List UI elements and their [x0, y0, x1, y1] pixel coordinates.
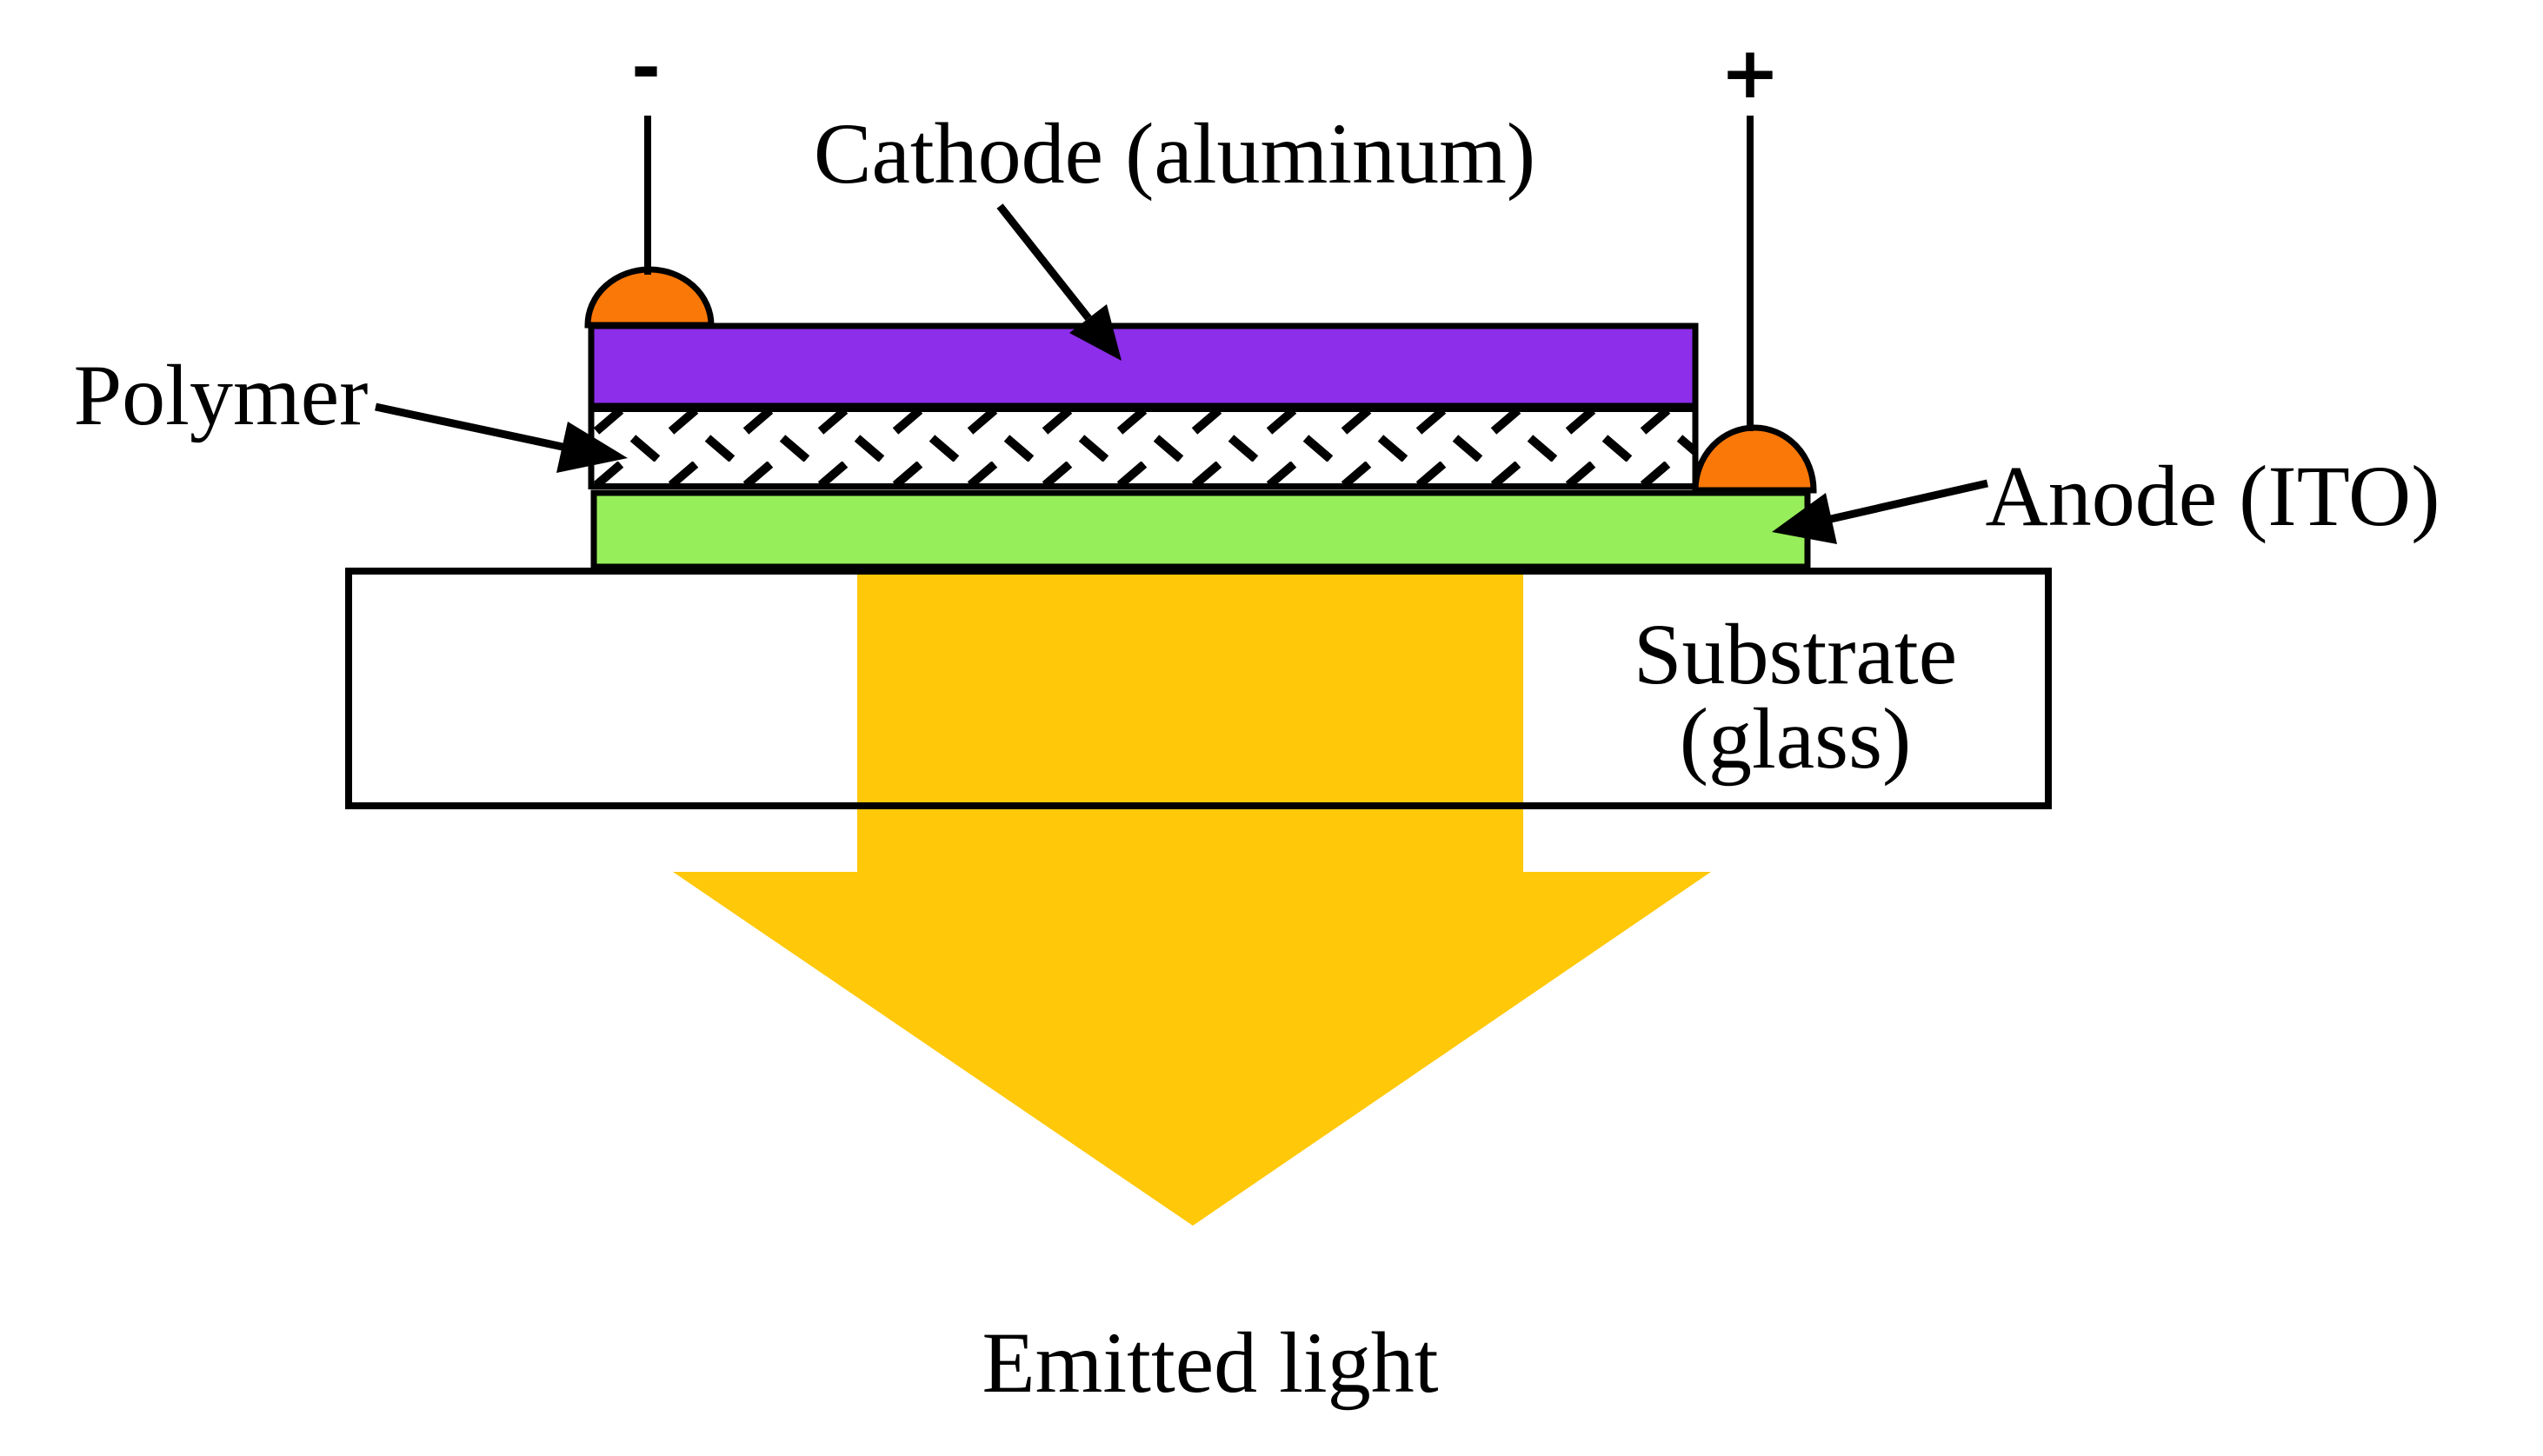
polymer-layer	[588, 406, 1699, 489]
emitted-light-arrow	[673, 573, 1711, 1226]
negative-terminal-symbol: -	[630, 27, 662, 110]
substrate-label-line1: Substrate	[1633, 606, 1958, 702]
cathode-label: Cathode (aluminum)	[813, 105, 1536, 202]
negative-contact-bump	[584, 266, 715, 329]
emitted-light-beam	[857, 573, 1523, 879]
substrate-box	[345, 568, 2052, 809]
cathode-layer	[588, 322, 1699, 409]
substrate-label-line2: (glass)	[1679, 690, 1912, 787]
anode-pointer-arrow	[1772, 479, 1988, 544]
positive-terminal-symbol: +	[1720, 32, 1781, 115]
anode-layer	[590, 489, 1811, 570]
emitted-light-arrowhead	[673, 872, 1711, 1226]
positive-contact-bump	[1692, 424, 1817, 494]
polymer-hatch-pattern	[591, 409, 1695, 487]
polymer-label: Polymer	[73, 347, 369, 443]
substrate-label: Substrate (glass)	[1633, 606, 1958, 787]
anode-label: Anode (ITO)	[1985, 448, 2440, 544]
cathode-pointer-arrow	[996, 203, 1122, 361]
emitted-light-label: Emitted light	[982, 1314, 1439, 1411]
polymer-pointer-arrow	[375, 402, 628, 473]
